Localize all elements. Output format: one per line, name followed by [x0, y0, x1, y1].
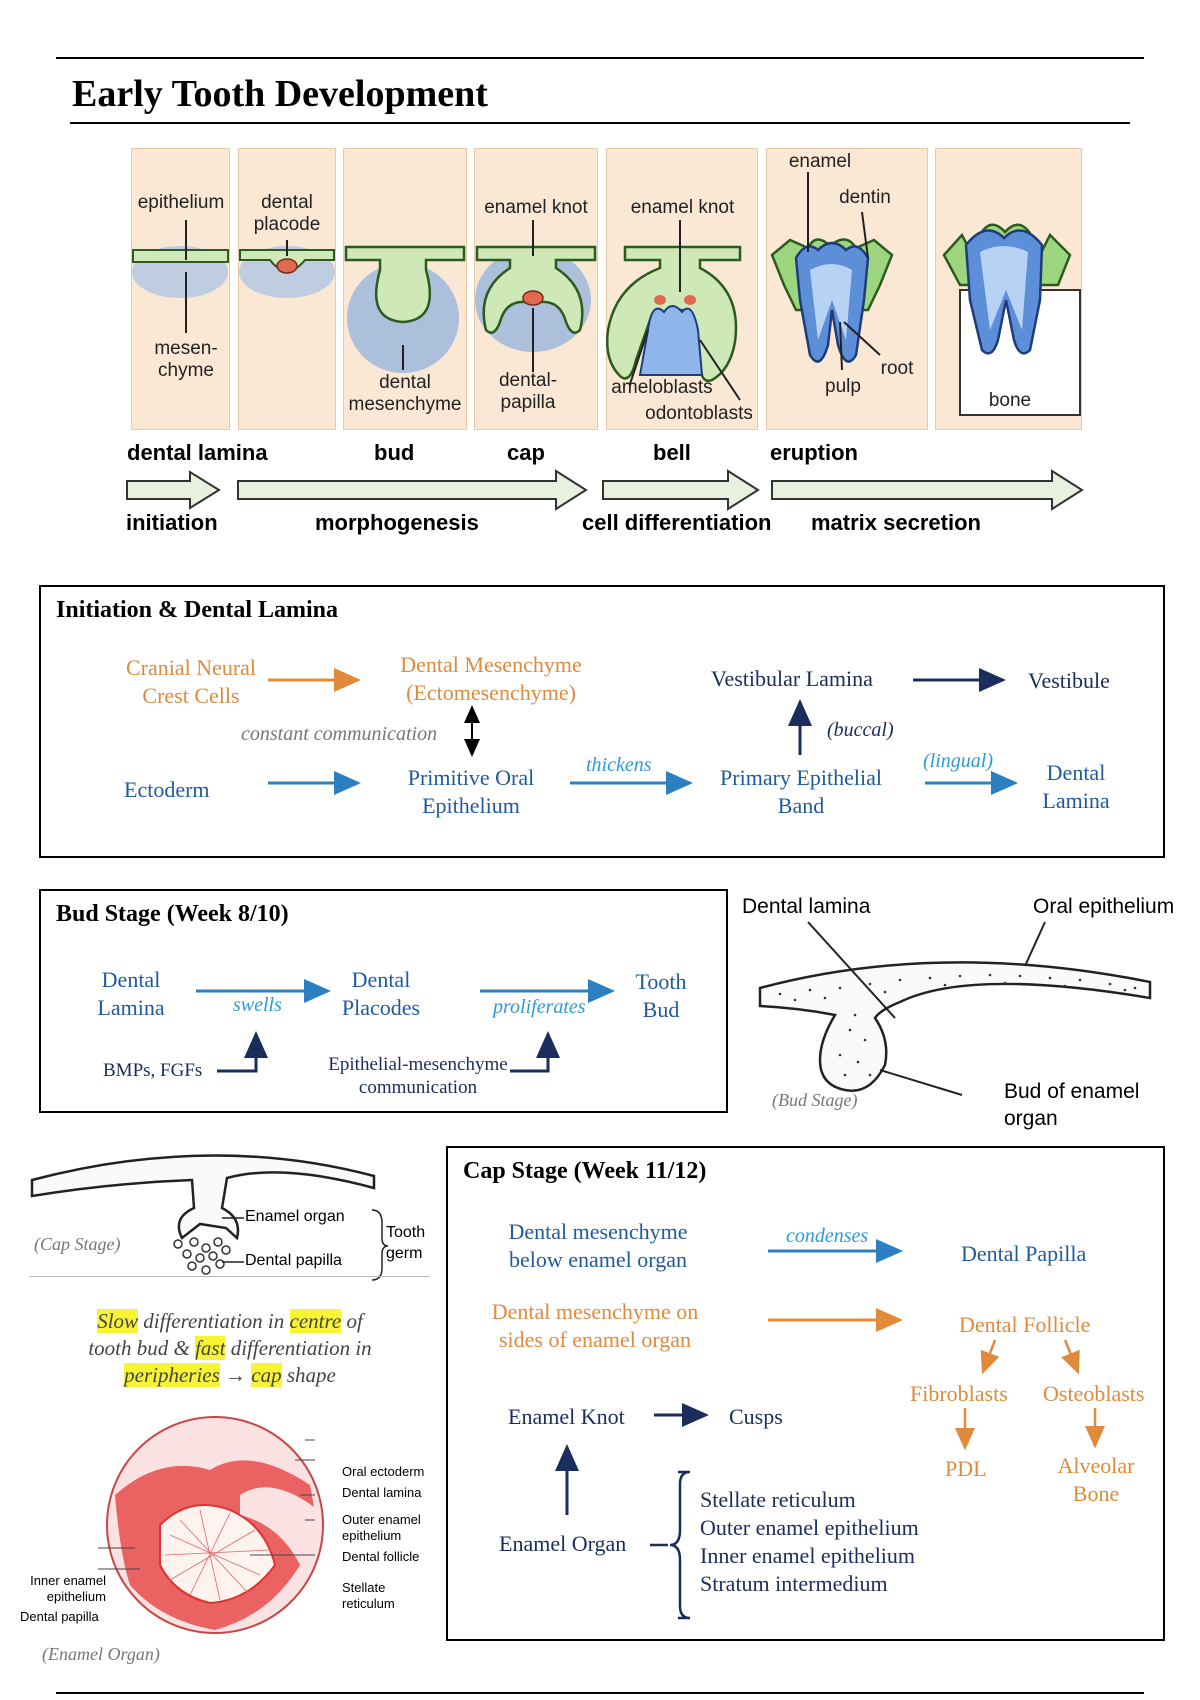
cap-drawing — [30, 1154, 389, 1281]
label-bud-dental-lamina: Dental lamina — [742, 895, 871, 918]
node-vestibule: Vestibule — [1028, 668, 1110, 693]
label-tooth-germ: Tooth germ — [386, 1224, 426, 1262]
label-eo-dental-follicle: Dental follicle — [342, 1549, 420, 1564]
note-slow: Slow — [97, 1309, 139, 1333]
cap-stage-box: Cap Stage (Week 11/12) Dental mesenchyme… — [446, 1146, 1165, 1641]
node-fibroblasts: Fibroblasts — [910, 1381, 1008, 1406]
node-alveolar-bone: Alveolar Bone — [1057, 1453, 1135, 1506]
node-dental-mesenchyme: Dental Mesenchyme (Ectomesenchyme) — [400, 652, 582, 705]
label-dentin: dentin — [839, 187, 891, 208]
label-proliferates: proliferates — [493, 996, 586, 1018]
note-fast: fast — [195, 1336, 226, 1360]
cap-note: Slow differentiation in centre of tooth … — [88, 1309, 372, 1387]
bud-drawing — [758, 921, 1152, 1096]
layer-stratum-intermedium: Stratum intermedium — [700, 1571, 888, 1596]
label-ameloblasts: ameloblasts — [611, 377, 713, 398]
node-primary-epithelial-band: Primary Epithelial Band — [720, 765, 882, 818]
stage-eruption: eruption — [770, 440, 858, 465]
label-enamel-knot-bell: enamel knot — [630, 197, 735, 218]
label-oral-ectoderm: Oral ectoderm — [342, 1464, 425, 1479]
label-enamel-knot-cap: enamel knot — [484, 197, 588, 218]
label-outer-enamel: Outer enamel epithelium — [342, 1512, 421, 1543]
enamel-organ-drawing — [98, 1416, 324, 1634]
node-dental-placodes: Dental Placodes — [341, 967, 421, 1020]
label-root: root — [880, 358, 914, 379]
node-cranial-neural-crest: Cranial Neural Crest Cells — [125, 655, 257, 708]
label-bmps-fgfs: BMPs, FGFs — [103, 1060, 203, 1081]
node-ectoderm: Ectoderm — [124, 777, 210, 802]
node-pdl: PDL — [945, 1456, 987, 1481]
node-enamel-organ: Enamel Organ — [499, 1531, 627, 1556]
phase-initiation: initiation — [126, 510, 218, 535]
bud-heading: Bud Stage (Week 8/10) — [56, 901, 289, 927]
label-constant-communication: constant communication — [241, 723, 438, 745]
label-dental-papilla: dental- papilla — [498, 370, 558, 413]
node-primitive-oral-epithelium: Primitive Oral Epithelium — [407, 765, 535, 818]
node-bud-dental-lamina: Dental Lamina — [97, 967, 165, 1020]
initiation-heading: Initiation & Dental Lamina — [56, 597, 339, 623]
node-dm-below: Dental mesenchyme below enamel organ — [508, 1219, 688, 1272]
stage-cap: cap — [507, 440, 545, 465]
label-swells: swells — [233, 994, 282, 1016]
note-peripheries: peripheries — [124, 1363, 220, 1387]
label-dental-placode: dental placode — [253, 192, 321, 235]
note-cap: cap — [251, 1363, 282, 1387]
node-osteoblasts: Osteoblasts — [1043, 1381, 1145, 1406]
layer-outer-enamel-epithelium: Outer enamel epithelium — [700, 1515, 919, 1540]
caption-bud-stage: (Bud Stage) — [772, 1090, 858, 1110]
label-enamel-organ: Enamel organ — [245, 1208, 345, 1225]
label-stellate: Stellate reticulum — [342, 1580, 395, 1611]
label-thickens: thickens — [586, 754, 652, 776]
stage-bud: bud — [374, 440, 415, 465]
phase-matrix-secretion: matrix secretion — [811, 510, 981, 535]
tooth-drawings — [126, 172, 1084, 511]
node-vestibular-lamina: Vestibular Lamina — [711, 666, 873, 691]
node-cusps: Cusps — [729, 1404, 783, 1429]
bud-stage-box: Bud Stage (Week 8/10) Dental Lamina swel… — [39, 889, 728, 1113]
label-enamel: enamel — [788, 151, 852, 172]
layer-stellate-reticulum: Stellate reticulum — [700, 1487, 856, 1512]
label-dental-mesenchyme: dental mesenchyme — [348, 372, 462, 415]
label-bone: bone — [988, 390, 1032, 411]
label-pulp: pulp — [825, 376, 861, 397]
label-epithelial-mesenchyme: Epithelial-mesenchyme communication — [328, 1054, 508, 1098]
label-eo-dental-lamina: Dental lamina — [342, 1485, 422, 1500]
label-mesenchyme: mesen- chyme — [154, 338, 218, 381]
label-condenses: condenses — [786, 1225, 869, 1247]
initiation-box: Initiation & Dental Lamina Cranial Neura… — [39, 585, 1165, 858]
node-enamel-knot: Enamel Knot — [508, 1404, 625, 1429]
caption-cap-stage: (Cap Stage) — [34, 1234, 121, 1254]
node-dental-follicle: Dental Follicle — [959, 1312, 1091, 1337]
label-cap-dental-papilla: Dental papilla — [245, 1252, 342, 1269]
layer-list: Stellate reticulum Outer enamel epitheli… — [700, 1486, 919, 1598]
node-dental-papilla: Dental Papilla — [961, 1241, 1087, 1266]
stage-bell: bell — [653, 440, 691, 465]
node-dm-sides: Dental mesenchyme on sides of enamel org… — [491, 1299, 699, 1352]
label-inner-enamel: Inner enamel epithelium — [30, 1573, 106, 1604]
label-lingual: (lingual) — [923, 750, 993, 772]
stage-dental-lamina: dental lamina — [127, 440, 268, 465]
label-oral-epithelium: Oral epithelium — [1033, 895, 1175, 918]
label-buccal: (buccal) — [827, 719, 894, 741]
phase-cell-differentiation: cell differentiation — [582, 510, 772, 535]
caption-enamel-organ: (Enamel Organ) — [42, 1644, 160, 1664]
label-epithelium: epithelium — [137, 192, 225, 213]
note-centre: centre — [289, 1309, 342, 1333]
node-tooth-bud: Tooth Bud — [635, 969, 687, 1022]
page-title: Early Tooth Development — [72, 73, 488, 115]
label-bud-of-enamel-organ: Bud of enamel organ — [1004, 1080, 1140, 1130]
layer-inner-enamel-epithelium: Inner enamel epithelium — [700, 1543, 916, 1568]
label-odontoblasts: odontoblasts — [645, 403, 753, 424]
phase-morphogenesis: morphogenesis — [315, 510, 479, 535]
label-eo-dental-papilla: Dental papilla — [20, 1609, 99, 1624]
node-dental-lamina: Dental Lamina — [1042, 760, 1110, 813]
cap-heading: Cap Stage (Week 11/12) — [463, 1158, 707, 1184]
